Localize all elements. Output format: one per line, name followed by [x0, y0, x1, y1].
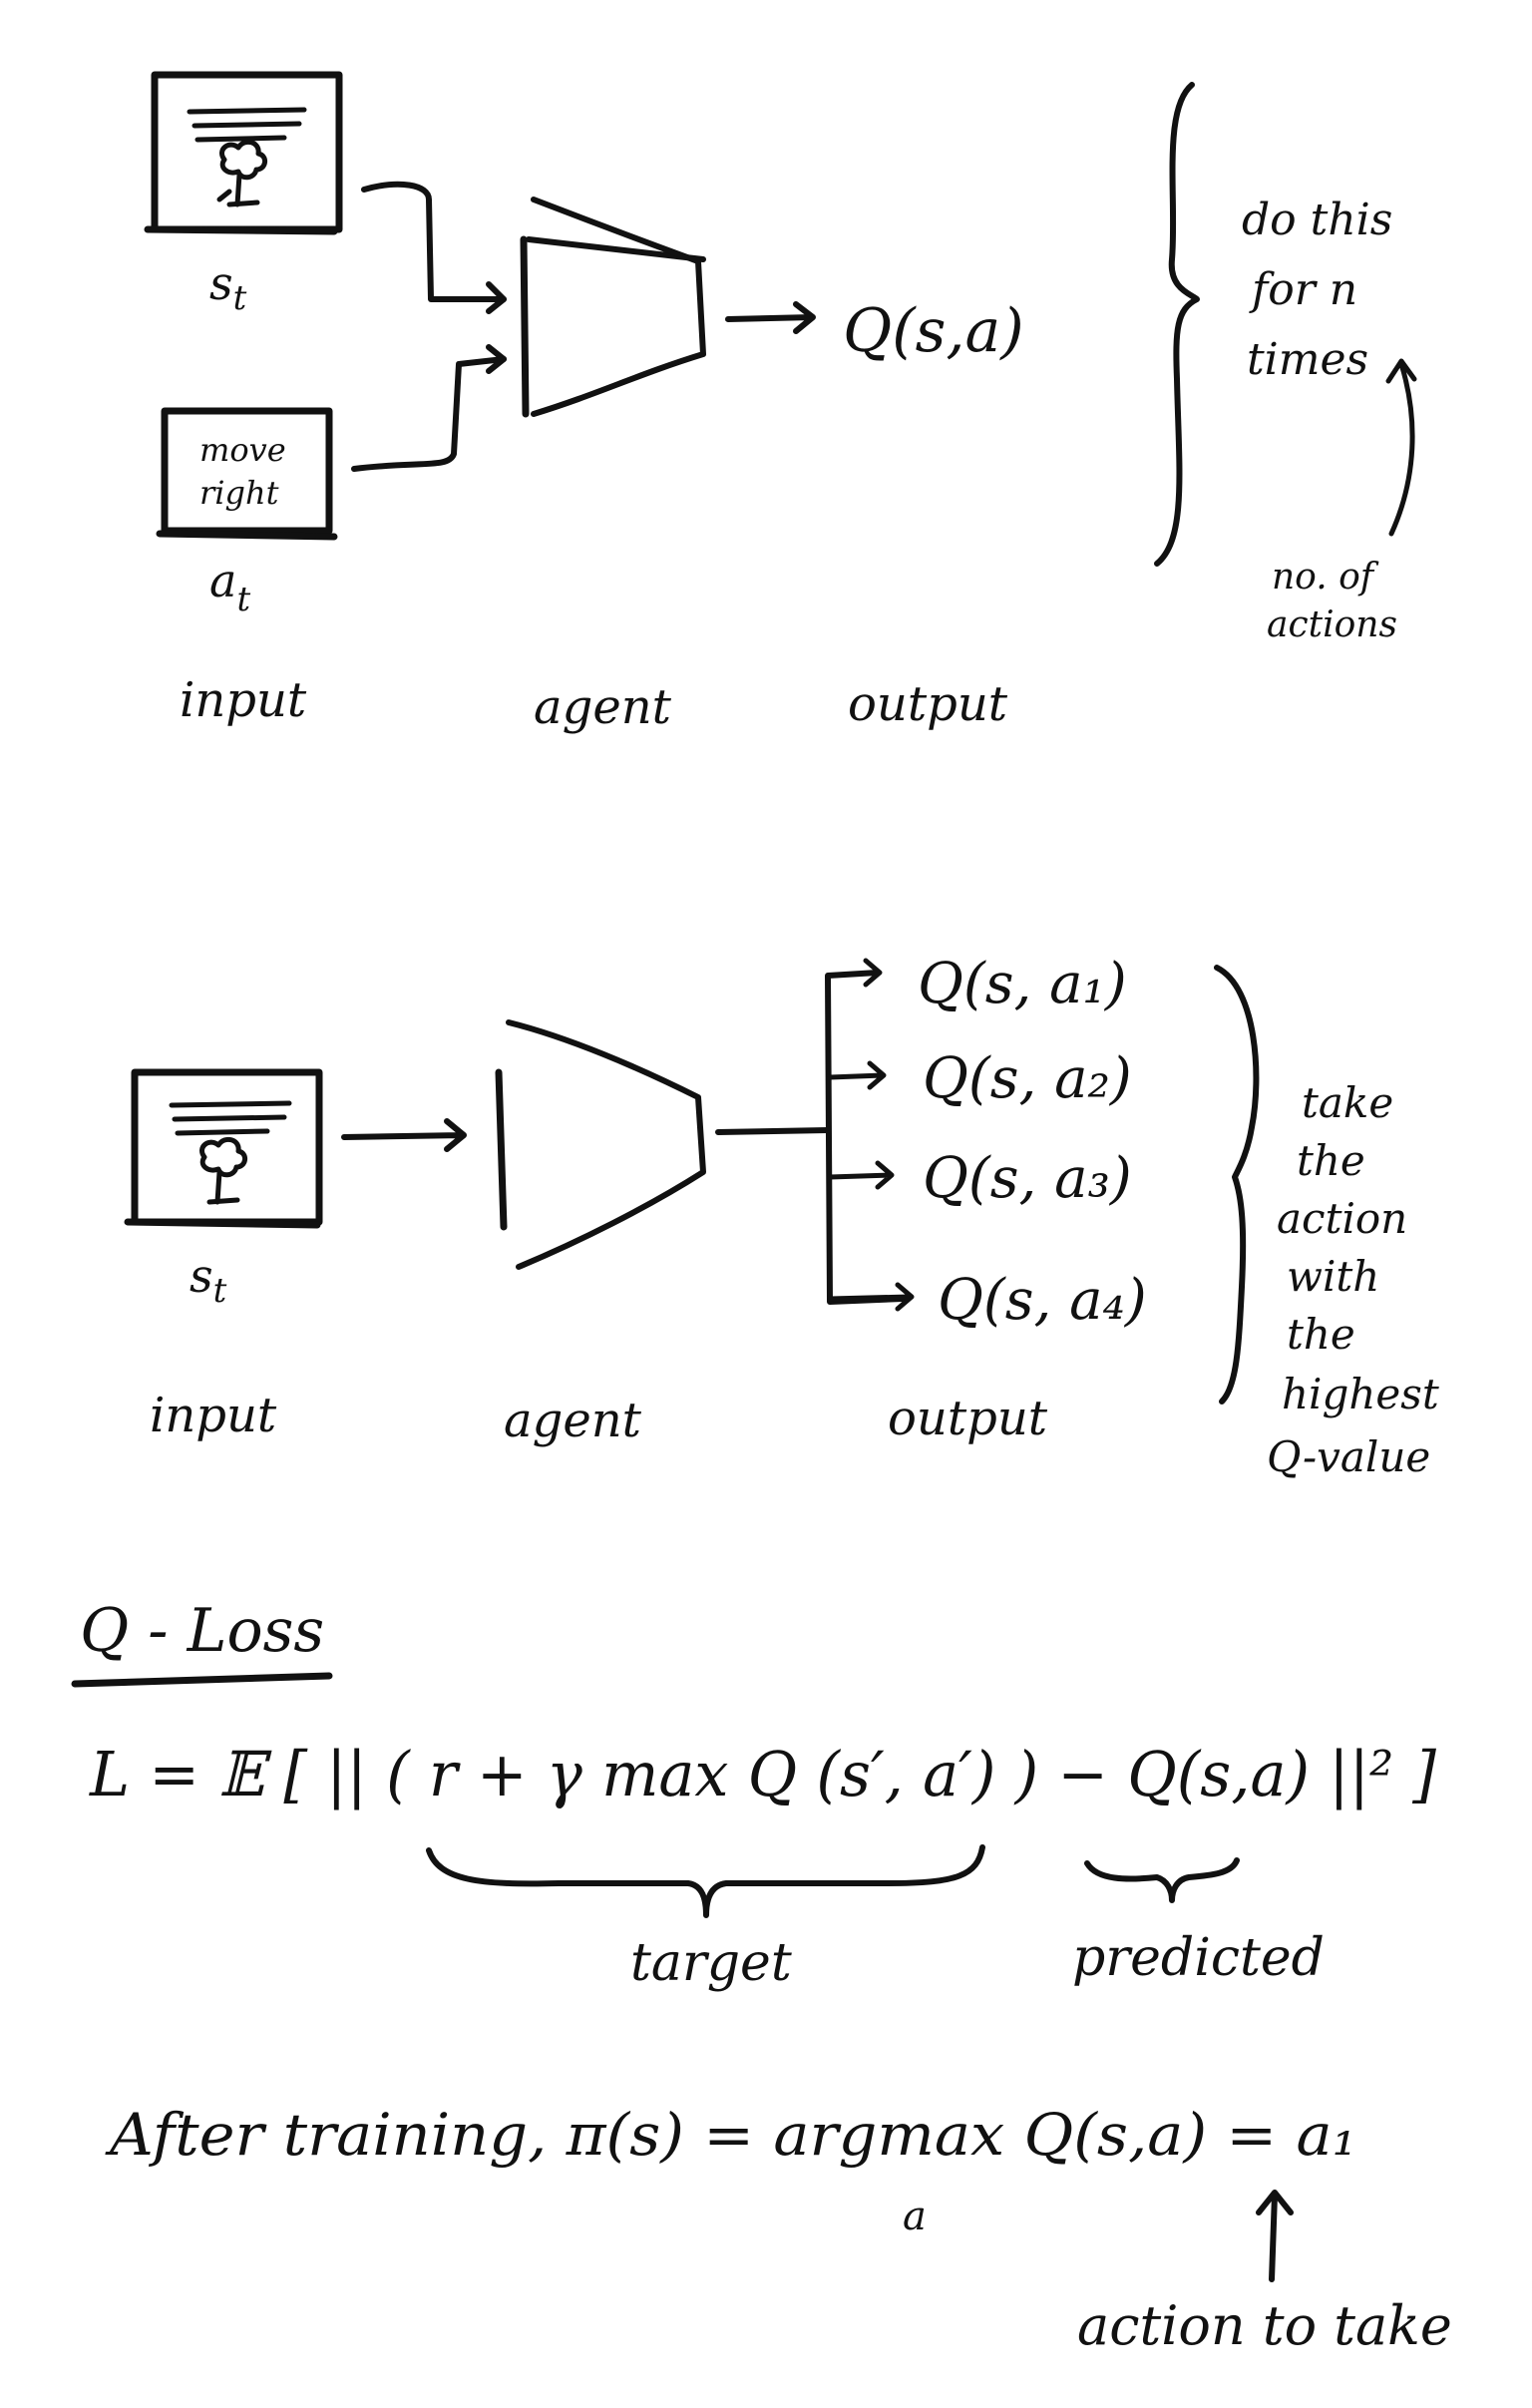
col-input-middle: input: [150, 1388, 277, 1443]
action-to-agent-arrow: [351, 356, 507, 472]
action-to-agent-arrowhead: [486, 344, 507, 374]
target-label: target: [630, 1933, 792, 1993]
note-middle-7: Q-value: [1267, 1432, 1430, 1481]
col-input-top: input: [180, 672, 307, 728]
output-q-1: Q(s, a₁): [918, 952, 1127, 1016]
col-agent-top: agent: [534, 679, 672, 735]
action-box-top: [156, 407, 338, 541]
policy-section: After training, π(s) = argmax Q(s,a) = a…: [105, 2101, 1452, 2357]
note-middle-5: the: [1287, 1310, 1355, 1359]
agent-network-middle: [495, 1019, 706, 1270]
output-arrow-1: [827, 958, 883, 988]
action-to-take-label: action to take: [1077, 2294, 1452, 2357]
q-loss-section: Q - Loss L = 𝔼 [ || ( r + γ max Q (s′, a…: [71, 1596, 1437, 1993]
note-middle-2: the: [1297, 1136, 1365, 1185]
note-middle-1: take: [1302, 1078, 1393, 1127]
brace-top: [1154, 82, 1200, 567]
action-box-line-2: right: [199, 474, 279, 512]
policy-argmax-subscript: a: [903, 2194, 927, 2239]
state-to-agent-arrow: [361, 181, 507, 302]
brace-middle: [1214, 965, 1260, 1405]
outputs-bracket: [825, 970, 906, 1305]
action-label-top: at: [209, 554, 250, 619]
output-arrow-4: [827, 1282, 915, 1312]
state-image-top: [144, 71, 343, 235]
note-line-2-top: for n: [1249, 264, 1357, 315]
output-arrow-3: [827, 1160, 895, 1190]
output-q-2: Q(s, a₂): [923, 1046, 1132, 1111]
output-arrow-2: [827, 1060, 887, 1090]
col-output-middle: output: [888, 1391, 1048, 1446]
note-line-1-top: do this: [1242, 195, 1392, 245]
note-arrow-label-1: no. of: [1272, 557, 1379, 598]
target-brace: [426, 1844, 985, 1918]
state-label-top: st: [209, 256, 247, 318]
state-image-middle: [124, 1068, 323, 1229]
q-loss-heading: Q - Loss: [80, 1596, 324, 1666]
q-loss-equation: L = 𝔼 [ || ( r + γ max Q (s′, a′) ) − Q(…: [89, 1738, 1437, 1810]
q-loss-heading-underline: [71, 1672, 333, 1688]
col-agent-middle: agent: [504, 1393, 642, 1448]
policy-equation: After training, π(s) = argmax Q(s,a) = a…: [105, 2101, 1356, 2169]
action-to-take-arrow: [1256, 2190, 1294, 2282]
agent-to-outputs-connector: [715, 1127, 831, 1135]
output-label-top: Q(s,a): [843, 296, 1024, 366]
state-to-agent-arrowhead: [486, 281, 507, 314]
output-q-3: Q(s, a₃): [923, 1146, 1132, 1211]
predicted-label: predicted: [1072, 1928, 1325, 1988]
note-middle-3: action: [1277, 1194, 1407, 1243]
note-line-3-top: times: [1247, 334, 1368, 385]
predicted-brace: [1084, 1857, 1240, 1903]
state-label-middle: st: [190, 1249, 227, 1311]
top-diagram: st move right at Q(s,a) do this for n ti…: [144, 71, 1417, 735]
state-to-agent-arrow-middle: [341, 1118, 467, 1152]
note-arrow-label-2: actions: [1267, 604, 1397, 645]
middle-diagram: st Q(s, a₁) Q(s, a₂) Q(s, a₃) Q(s, a₄) t…: [124, 952, 1439, 1481]
action-box-line-1: move: [199, 431, 286, 469]
agent-to-output-arrow: [725, 301, 816, 334]
note-arrow-up: [1385, 358, 1417, 537]
note-middle-6: highest: [1282, 1370, 1439, 1418]
col-output-top: output: [848, 676, 1008, 732]
output-q-4: Q(s, a₄): [938, 1268, 1147, 1333]
agent-network-top: [520, 197, 706, 418]
note-middle-4: with: [1287, 1252, 1379, 1301]
